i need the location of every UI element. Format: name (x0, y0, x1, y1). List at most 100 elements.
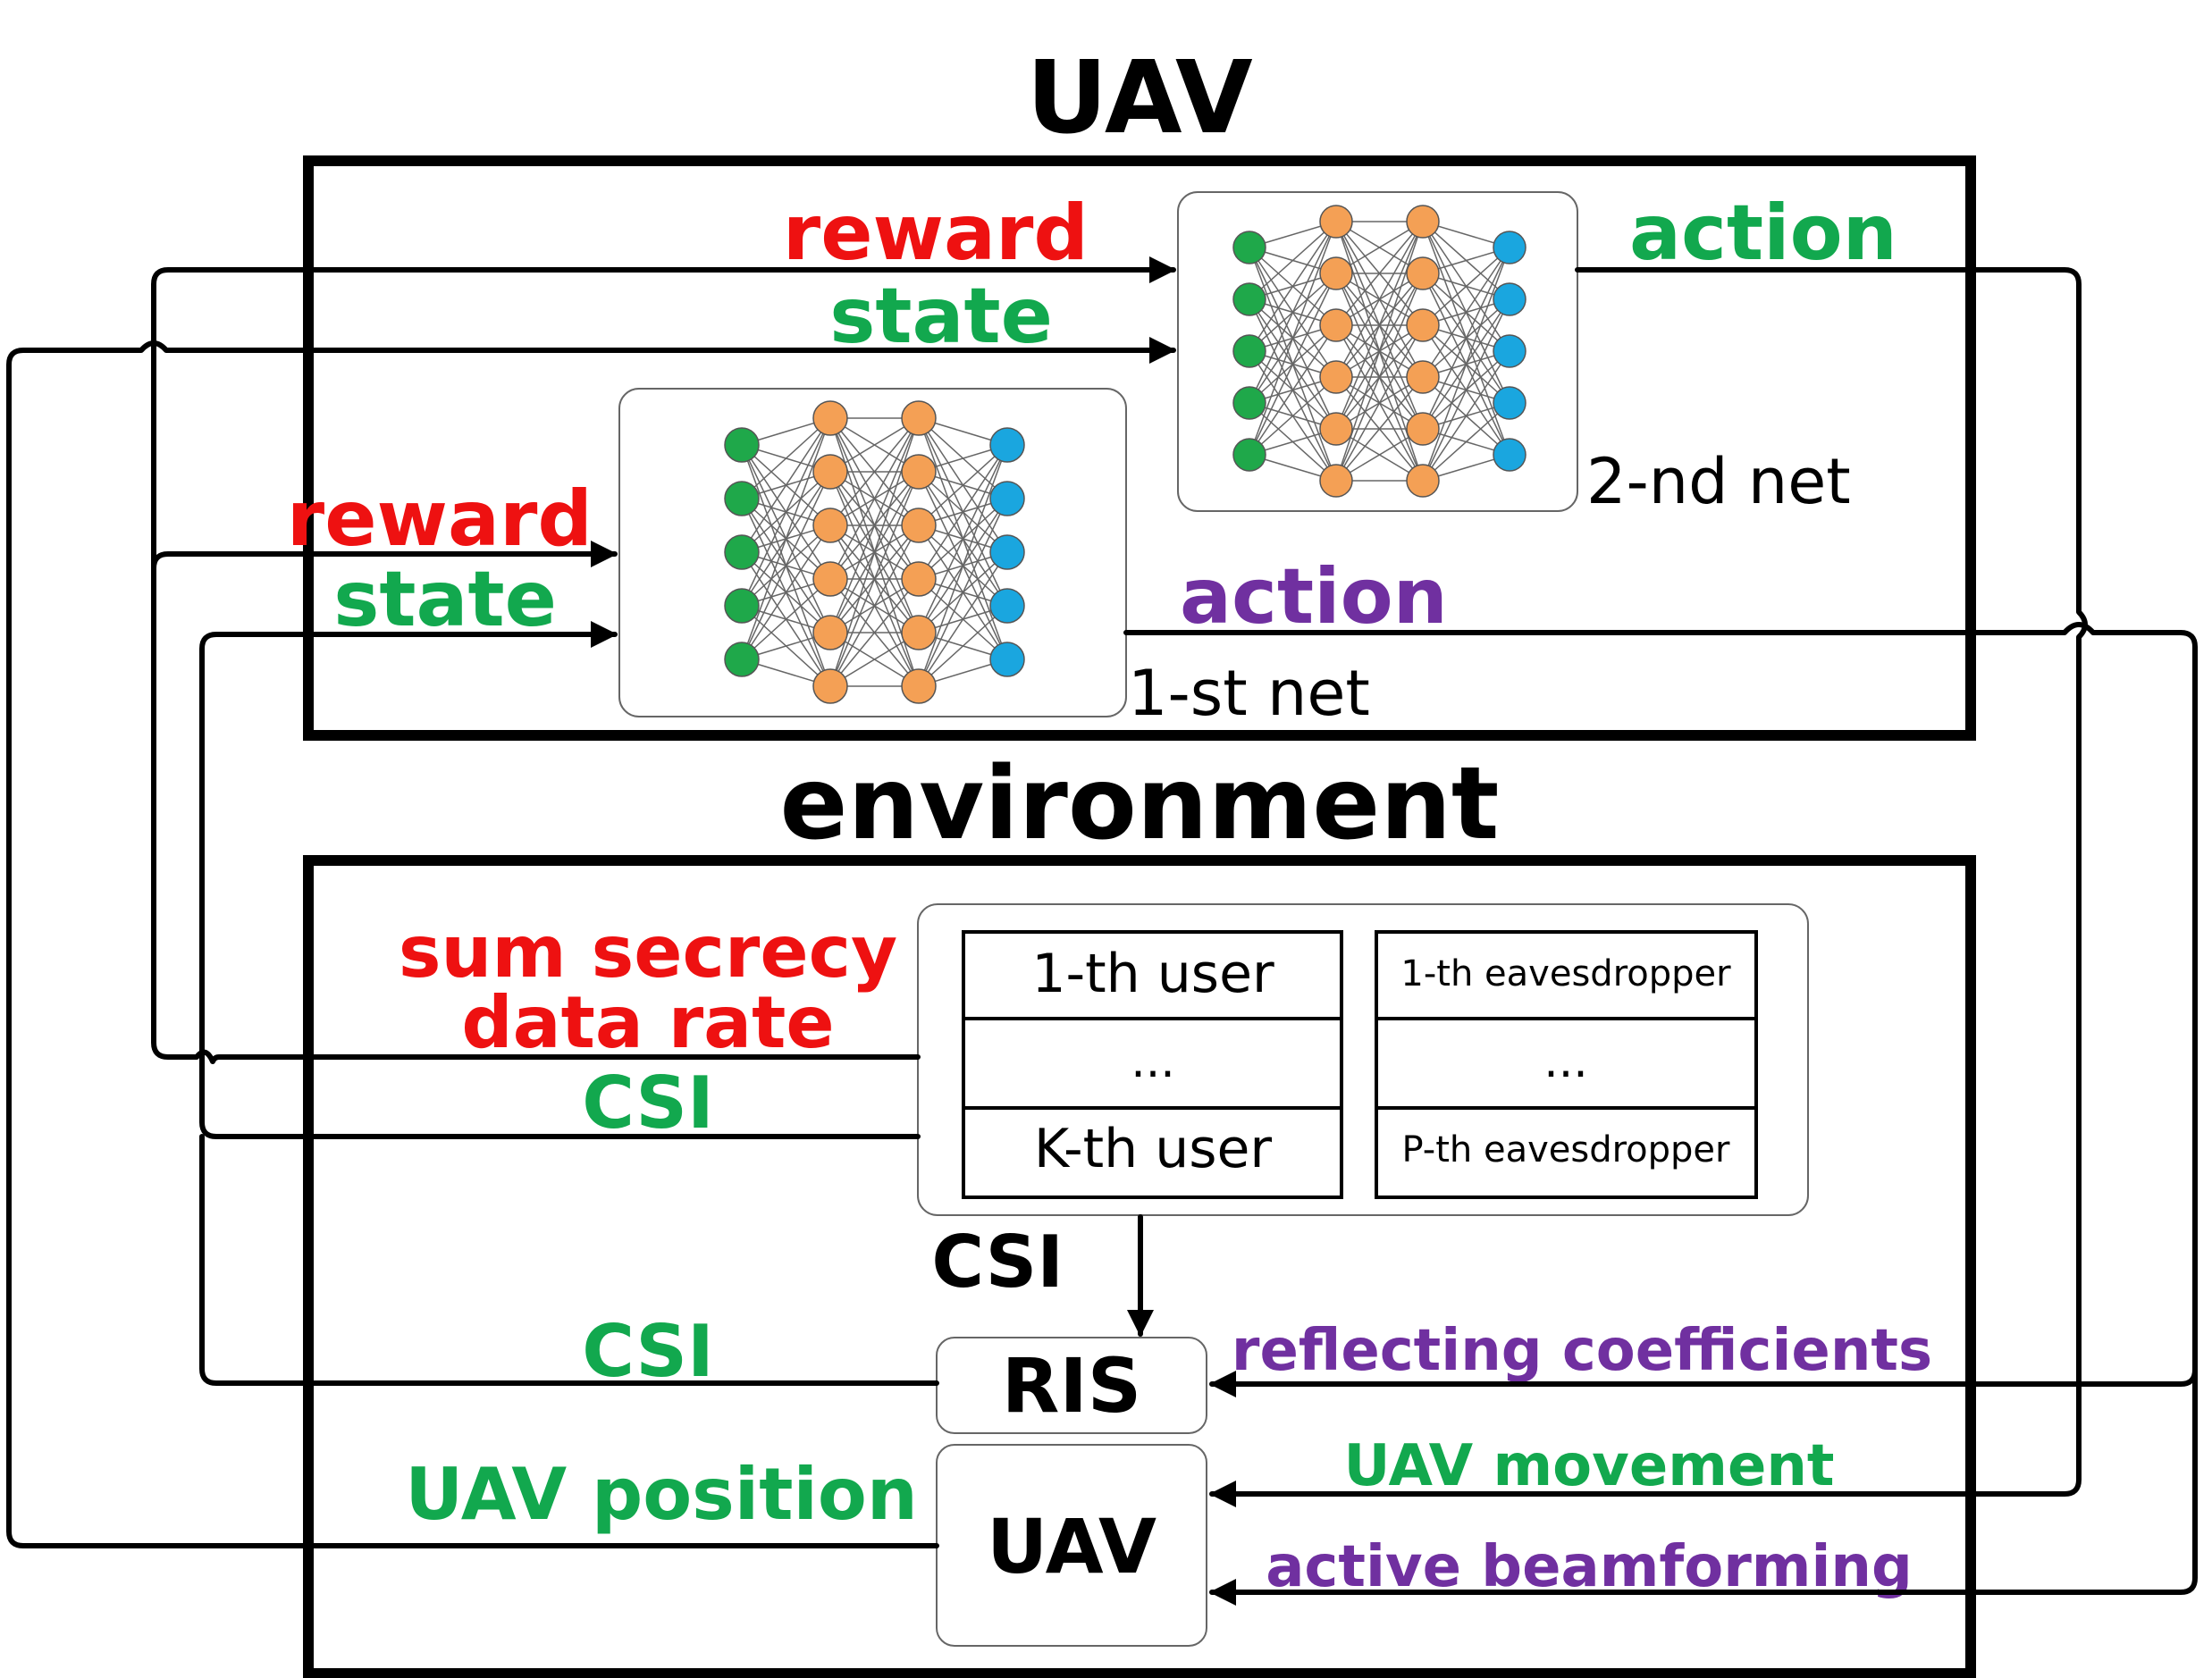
network-edge (918, 605, 1008, 687)
network-edge (1249, 324, 1337, 456)
network-edge (1422, 247, 1510, 430)
network-node (1232, 386, 1266, 420)
network-edge (741, 471, 831, 660)
network-node (1406, 360, 1440, 394)
network-edge (829, 524, 920, 687)
network-edge (1249, 221, 1337, 404)
network-edge (1335, 221, 1424, 430)
network-edge (1335, 221, 1424, 326)
network-edge (918, 444, 1008, 580)
uav-position-label: UAV position (405, 1453, 918, 1536)
network-node (989, 534, 1025, 570)
network-node (1493, 386, 1527, 420)
network-node (901, 668, 937, 704)
network-node (1232, 231, 1266, 264)
network-node (1406, 205, 1440, 239)
network-node (812, 400, 848, 436)
network-edge (1335, 428, 1424, 482)
network-edge (1335, 221, 1424, 378)
network-edge (918, 551, 1008, 687)
user-row-ellipsis: ... (1131, 1035, 1175, 1088)
network-edge (1249, 221, 1337, 456)
network-edge (1422, 298, 1510, 482)
network-edge (1249, 273, 1337, 456)
net2-neural-network (1232, 205, 1527, 498)
network-node (901, 561, 937, 597)
network-node (1406, 256, 1440, 290)
network-node (724, 588, 760, 624)
network-node (724, 427, 760, 463)
csi-users-label: CSI (582, 1061, 714, 1145)
net2-label: 2-nd net (1586, 445, 1851, 518)
csi-down-label: CSI (931, 1221, 1064, 1304)
user-row-1: 1-th user (1031, 943, 1274, 1005)
sum-secrecy-label-line1: sum secrecy (399, 910, 897, 994)
network-node (1319, 412, 1353, 446)
network-edge (829, 417, 920, 526)
net1-label: 1-st net (1128, 657, 1370, 730)
network-node (724, 534, 760, 570)
network-node (901, 508, 937, 543)
eavesdropper-row-ellipsis: ... (1543, 1035, 1588, 1088)
network-node (1319, 308, 1353, 342)
network-node (1493, 334, 1527, 368)
network-node (989, 427, 1025, 463)
network-edge (1249, 376, 1337, 456)
network-edge (1422, 350, 1510, 482)
network-edge (1422, 247, 1510, 482)
network-node (1319, 205, 1353, 239)
network-node (989, 481, 1025, 516)
network-edge (918, 444, 1008, 687)
eavesdroppers-table (1375, 930, 1758, 1199)
csi-ris-label: CSI (582, 1310, 714, 1393)
network-edge (1249, 221, 1337, 300)
network-edge (1335, 324, 1424, 482)
network-edge (741, 578, 831, 660)
network-edge (1335, 376, 1424, 482)
csi-ris-to-state (199, 1134, 939, 1386)
network-edge (829, 578, 920, 687)
net1-action-to-beamforming (1209, 1367, 2198, 1606)
uav-box-label: UAV (987, 1503, 1156, 1590)
network-node (1493, 231, 1527, 264)
network-edge (741, 417, 831, 553)
network-node (1319, 464, 1353, 498)
uav-movement-label: UAV movement (1343, 1433, 1834, 1499)
net1-state-label: state (333, 555, 557, 644)
network-edge (918, 498, 1008, 687)
reflecting-coefficients-label: reflecting coefficients (1232, 1318, 1932, 1384)
network-node (1319, 360, 1353, 394)
network-edge (741, 417, 831, 660)
network-edge (1335, 221, 1424, 482)
network-edge (918, 444, 1008, 526)
net1-action-label: action (1180, 552, 1448, 642)
active-beamforming-label: active beamforming (1266, 1534, 1913, 1600)
network-node (1232, 438, 1266, 472)
network-node (1406, 464, 1440, 498)
network-node (1406, 412, 1440, 446)
network-node (812, 615, 848, 650)
connections (6, 256, 2198, 1606)
net1-neural-network (724, 400, 1025, 704)
net2-action-label: action (1629, 189, 1897, 278)
network-edge (1335, 221, 1424, 274)
network-edge (741, 524, 831, 660)
network-node (812, 668, 848, 704)
environment-frame (303, 855, 1976, 1678)
network-edge (829, 417, 920, 633)
net1-reward-label: reward (287, 474, 593, 564)
network-node (989, 642, 1025, 677)
network-node (812, 561, 848, 597)
network-node (901, 400, 937, 436)
network-node (724, 642, 760, 677)
net1-action-to-reflecting (1123, 622, 2198, 1397)
network-node (812, 454, 848, 490)
network-node (1232, 334, 1266, 368)
network-node (812, 508, 848, 543)
network-node (1319, 256, 1353, 290)
network-edge (1249, 221, 1337, 352)
network-edge (741, 417, 831, 499)
sum-secrecy-label-line2: data rate (461, 981, 834, 1064)
users-table (962, 930, 1343, 1199)
network-node (1493, 438, 1527, 472)
